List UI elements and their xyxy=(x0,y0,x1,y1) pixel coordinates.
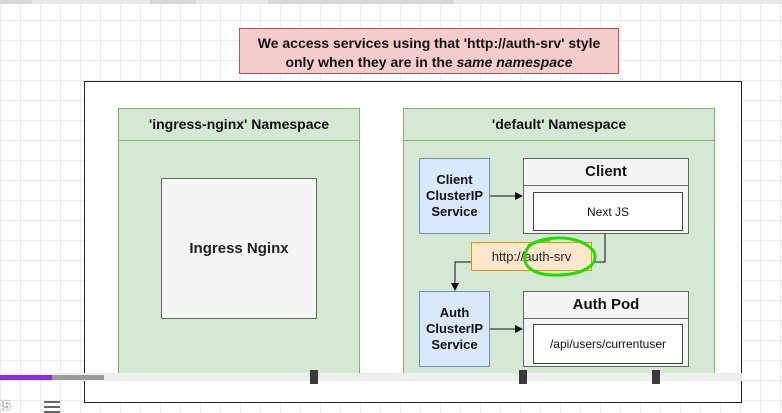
auth-service-line-2: ClusterIP xyxy=(425,321,484,336)
auth-service-line-3: Service xyxy=(431,337,478,352)
client-clusterip-service: Client ClusterIP Service xyxy=(419,158,490,234)
client-pod: Client Next JS xyxy=(523,158,689,234)
auth-pod: Auth Pod /api/users/currentuser xyxy=(523,291,689,367)
auth-srv-url-label: http://auth-srv xyxy=(471,242,592,271)
client-pod-content: Next JS xyxy=(533,192,683,231)
chapter-marker[interactable] xyxy=(519,370,527,384)
arrow-client-pod-to-url xyxy=(593,234,606,263)
default-namespace-title: 'default' Namespace xyxy=(404,109,714,141)
video-progress-buffered xyxy=(52,375,104,380)
arrow-url-to-auth-service xyxy=(451,261,471,291)
ingress-nginx-label: Ingress Nginx xyxy=(189,240,289,257)
player-controls xyxy=(0,383,782,412)
ingress-namespace-title: 'ingress-nginx' Namespace xyxy=(119,109,359,141)
auth-clusterip-service: Auth ClusterIP Service xyxy=(419,291,490,367)
client-service-line-3: Service xyxy=(431,204,478,219)
ingress-nginx-box: Ingress Nginx xyxy=(161,178,317,319)
note-line-2: only when they are in the same namespace xyxy=(285,54,573,70)
note-emphasis: same namespace xyxy=(456,54,573,70)
highlight-circle xyxy=(523,236,597,277)
auth-pod-content: /api/users/currentuser xyxy=(533,324,683,364)
auth-pod-title: Auth Pod xyxy=(524,292,688,319)
video-timecode: 45 xyxy=(0,398,11,413)
client-service-line-1: Client xyxy=(436,172,473,187)
menu-icon[interactable] xyxy=(44,401,60,413)
chapter-marker[interactable] xyxy=(652,370,660,384)
video-seek-bar[interactable] xyxy=(0,373,742,381)
namespace-note: We access services using that 'http://au… xyxy=(239,28,619,74)
chapter-marker[interactable] xyxy=(310,370,318,384)
auth-service-line-1: Auth xyxy=(439,305,470,320)
note-line-1: We access services using that 'http://au… xyxy=(257,35,601,51)
client-pod-title: Client xyxy=(524,159,688,186)
browser-tab-strip xyxy=(0,0,782,4)
video-progress-played xyxy=(0,375,52,380)
client-service-line-2: ClusterIP xyxy=(425,188,484,203)
